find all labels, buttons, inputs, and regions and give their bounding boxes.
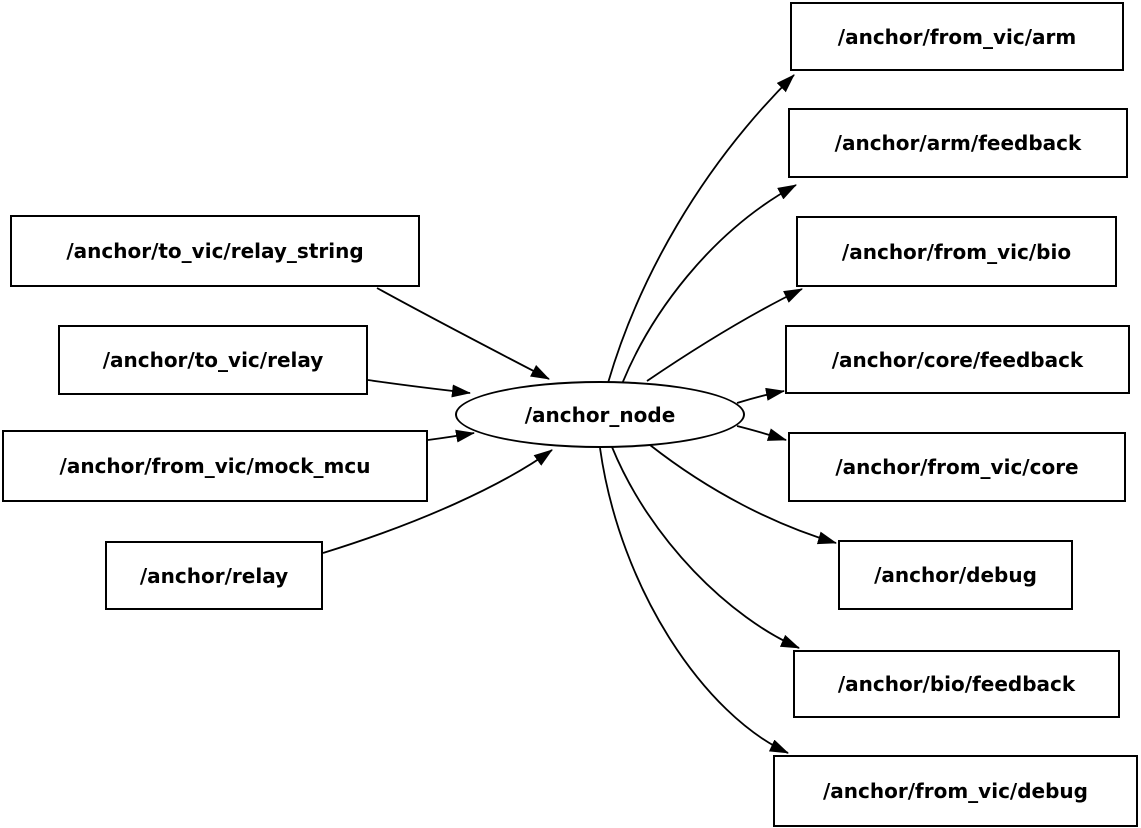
topic-node-arm-feedback: /anchor/arm/feedback <box>788 108 1128 178</box>
edge-anchor-node-to-from-vic-core <box>736 425 787 441</box>
topic-label: /anchor/core/feedback <box>831 347 1084 372</box>
node-anchor-node: /anchor_node <box>455 381 745 448</box>
topic-node-anchor-debug: /anchor/debug <box>838 540 1073 610</box>
topic-label: /anchor/bio/feedback <box>837 672 1076 696</box>
edge-to-vic-relay-to-anchor-node <box>367 379 471 398</box>
edge-anchor-node-to-anchor-debug <box>649 444 837 545</box>
topic-node-to-vic-relay: /anchor/to_vic/relay <box>58 325 368 395</box>
edge-anchor-node-to-arm-feedback <box>621 184 797 385</box>
topic-node-from-vic-mock-mcu: /anchor/from_vic/mock_mcu <box>2 430 428 502</box>
topic-label: /anchor/from_vic/arm <box>837 24 1077 49</box>
topic-label: /anchor/arm/feedback <box>834 131 1082 155</box>
topic-label: /anchor/debug <box>874 563 1037 587</box>
topic-node-from-vic-bio: /anchor/from_vic/bio <box>796 216 1117 287</box>
topic-node-to-vic-relay-string: /anchor/to_vic/relay_string <box>10 215 420 287</box>
edge-to-vic-relay-string-to-anchor-node <box>376 287 550 380</box>
topic-label: /anchor/to_vic/relay <box>102 348 324 372</box>
topic-node-from-vic-debug: /anchor/from_vic/debug <box>773 755 1138 827</box>
topic-node-from-vic-core: /anchor/from_vic/core <box>788 432 1126 502</box>
topic-label: /anchor/relay <box>139 563 289 588</box>
edge-anchor-relay-to-anchor-node <box>322 449 553 554</box>
topic-label: /anchor/from_vic/core <box>835 455 1079 479</box>
topic-node-from-vic-arm: /anchor/from_vic/arm <box>790 2 1124 71</box>
topic-label: /anchor/from_vic/bio <box>841 239 1072 264</box>
edge-anchor-node-to-from-vic-bio <box>646 288 803 382</box>
edge-anchor-node-to-bio-feedback <box>611 446 800 649</box>
edge-from-vic-mock-mcu-to-anchor-node <box>427 429 475 443</box>
edge-anchor-node-to-core-feedback <box>736 387 785 404</box>
topic-node-core-feedback: /anchor/core/feedback <box>785 325 1130 394</box>
topic-node-anchor-relay: /anchor/relay <box>105 541 323 610</box>
edge-anchor-node-to-from-vic-debug <box>599 447 789 754</box>
node-label: /anchor_node <box>524 402 676 427</box>
topic-node-bio-feedback: /anchor/bio/feedback <box>793 650 1120 718</box>
topic-label: /anchor/from_vic/debug <box>823 779 1088 803</box>
topic-label: /anchor/from_vic/mock_mcu <box>59 454 371 478</box>
edge-anchor-node-to-from-vic-arm <box>607 74 795 384</box>
topic-label: /anchor/to_vic/relay_string <box>66 239 364 263</box>
